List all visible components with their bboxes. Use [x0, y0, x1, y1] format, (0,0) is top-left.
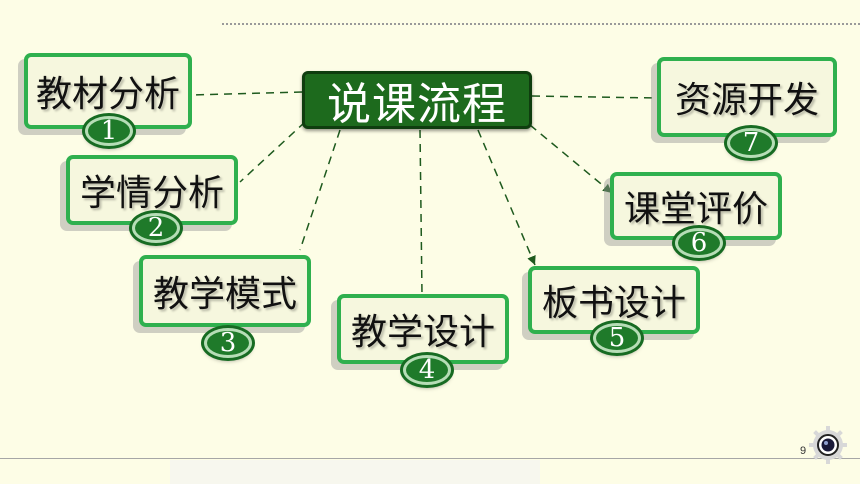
- node-4-number-badge: 4: [403, 355, 451, 385]
- node-teaching-mode: 教学模式: [139, 255, 311, 327]
- node-resource-development: 资源开发: [657, 57, 837, 137]
- node-3-label: 教学模式: [152, 274, 297, 315]
- connector-1: [191, 91, 303, 96]
- node-1-label: 教材分析: [35, 74, 180, 115]
- node-5-number-badge: 5: [593, 323, 641, 353]
- node-6-label: 课堂评价: [623, 189, 768, 230]
- node-2-number-badge: 2: [132, 213, 180, 243]
- node-6-number-badge: 6: [675, 228, 723, 258]
- node-1-number-badge: 1: [85, 116, 133, 146]
- connector-2: [239, 121, 306, 183]
- connector-4: [419, 129, 423, 296]
- connector-3: [299, 129, 341, 251]
- node-7-number-badge: 7: [727, 128, 775, 158]
- connector-6: [529, 124, 613, 194]
- connector-7: [531, 95, 657, 99]
- node-5-label: 板书设计: [541, 283, 686, 324]
- node-2-label: 学情分析: [79, 173, 224, 214]
- top-dotted-divider: [222, 23, 860, 25]
- page-number: 9: [800, 445, 807, 457]
- gear-icon: [809, 426, 847, 464]
- node-3-number-badge: 3: [204, 328, 252, 358]
- node-7-label: 资源开发: [674, 80, 819, 121]
- footer-divider: [0, 458, 860, 459]
- footer-shade: [170, 460, 540, 484]
- node-teaching-design: 教学设计: [337, 294, 509, 364]
- center-node-title: 说课流程: [302, 71, 532, 130]
- node-4-label: 教学设计: [350, 312, 495, 353]
- node-blackboard-design: 板书设计: [528, 266, 700, 334]
- connector-5: [477, 129, 536, 266]
